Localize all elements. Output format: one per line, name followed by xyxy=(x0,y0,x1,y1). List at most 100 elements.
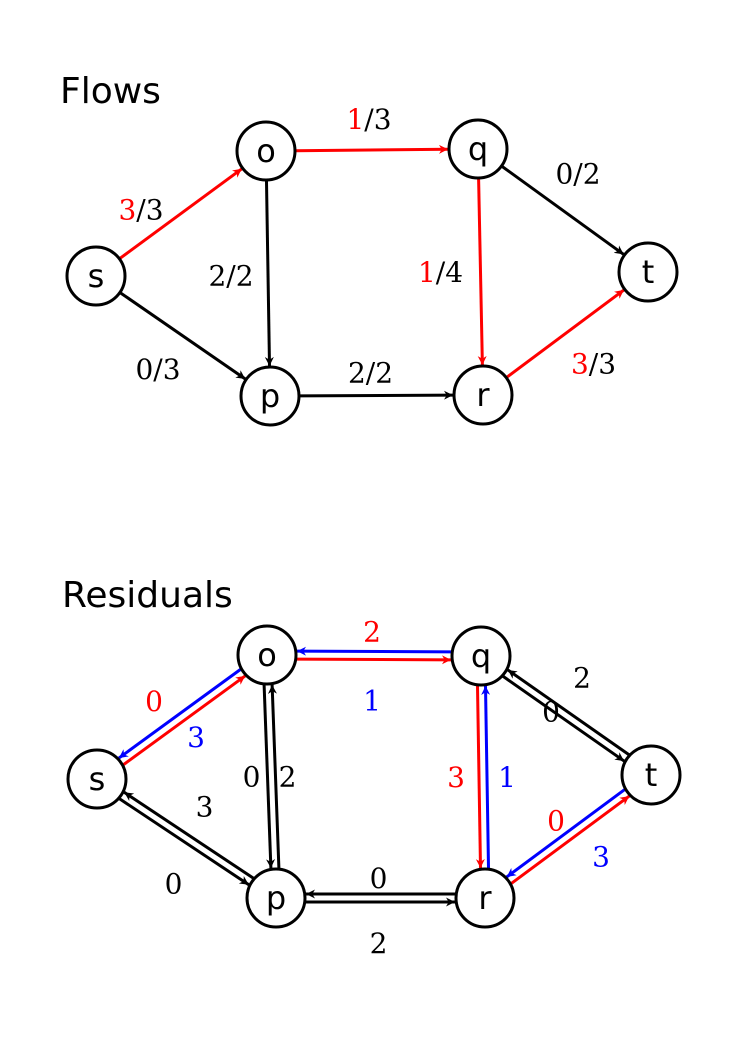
residuals-node-s: s xyxy=(66,748,128,810)
residual-edge-s-o xyxy=(121,674,247,767)
residual-edge-label-o-p: 0 xyxy=(243,761,261,794)
residuals-node-label-q: q xyxy=(471,637,491,675)
flows-node-circle-s xyxy=(65,245,127,307)
residual-edge-o-s xyxy=(117,667,243,760)
flows-node-circle-o xyxy=(235,120,297,182)
flow-edge-label-p-r: 2/2 xyxy=(348,357,393,390)
residual-edge-p-s xyxy=(123,791,255,880)
flow-edge-o-p xyxy=(264,179,274,367)
flow-edge-label-o-q: 1/3 xyxy=(346,103,391,136)
residual-edge-q-r xyxy=(475,685,485,869)
flow-edge-label-o-p: 2/2 xyxy=(208,260,253,293)
flows-node-o: o xyxy=(235,120,297,182)
flows-node-q: q xyxy=(447,118,509,180)
flows-node-label-s: s xyxy=(88,257,105,295)
flow-value-o-q: 1 xyxy=(346,103,364,136)
flows-node-circle-q xyxy=(447,118,509,180)
residuals-node-label-r: r xyxy=(478,879,492,917)
flows-node-label-t: t xyxy=(642,253,655,291)
flow-capacity-p-r: /2 xyxy=(366,357,393,390)
residual-edge-t-q xyxy=(507,668,631,757)
flow-edge-label-r-t: 3/3 xyxy=(571,348,616,381)
flow-edge-q-r xyxy=(477,177,487,366)
flow-capacity-s-p: /3 xyxy=(153,353,180,386)
flow-edge-p-r xyxy=(298,390,454,400)
residuals-node-circle-p xyxy=(245,867,307,929)
flow-value-q-r: 1 xyxy=(418,256,436,289)
residual-edge-q-o xyxy=(297,646,453,656)
residual-edge-label-o-q: 2 xyxy=(363,616,381,649)
residual-edge-label-t-r: 3 xyxy=(592,841,610,874)
flows-node-r: r xyxy=(452,364,514,426)
residuals-node-label-s: s xyxy=(89,760,106,798)
residuals-node-o: o xyxy=(236,624,298,686)
residual-edge-r-q xyxy=(481,685,491,869)
residuals-node-q: q xyxy=(450,625,512,687)
residual-edge-s-p xyxy=(118,797,250,886)
residual-edge-q-t xyxy=(501,674,625,763)
flow-capacity-q-r: /4 xyxy=(436,256,463,289)
flows-node-circle-r xyxy=(452,364,514,426)
flows-node-t: t xyxy=(617,241,679,303)
residuals-node-r: r xyxy=(454,867,516,929)
residuals-node-circle-q xyxy=(450,625,512,687)
residual-edge-label-s-o: 0 xyxy=(145,685,163,718)
flow-edge-label-s-o: 3/3 xyxy=(118,194,163,227)
flow-edge-label-q-t: 0/2 xyxy=(555,158,600,191)
flows-node-label-o: o xyxy=(256,132,276,170)
flows-title: Flows xyxy=(60,71,161,112)
flows-node-s: s xyxy=(65,245,127,307)
flow-value-p-r: 2 xyxy=(348,357,366,390)
residual-edge-label-r-t: 0 xyxy=(547,805,565,838)
residual-edge-label-r-q: 1 xyxy=(498,761,516,794)
flow-edge-label-s-p: 0/3 xyxy=(135,353,180,386)
flow-value-s-p: 0 xyxy=(135,353,153,386)
residual-edge-label-s-p: 3 xyxy=(196,791,214,824)
flows-node-label-q: q xyxy=(468,130,488,168)
residual-edge-label-p-r: 0 xyxy=(370,862,388,895)
residual-edge-label-t-q: 0 xyxy=(542,696,560,729)
flow-capacity-o-p: /2 xyxy=(226,260,253,293)
flows-node-label-p: p xyxy=(260,377,280,415)
residual-edge-label-p-o: 2 xyxy=(279,761,297,794)
flow-value-o-p: 2 xyxy=(208,260,226,293)
flow-edge-s-p xyxy=(119,291,247,381)
residuals-node-circle-r xyxy=(454,867,516,929)
flow-value-s-o: 3 xyxy=(118,194,136,227)
flow-edge-o-q xyxy=(294,144,449,154)
flows-node-circle-t xyxy=(617,241,679,303)
residuals-node-circle-s xyxy=(66,748,128,810)
flow-capacity-q-t: /2 xyxy=(573,158,600,191)
flows-node-circle-p xyxy=(239,365,301,427)
flows-node-label-r: r xyxy=(476,376,490,414)
flow-edge-s-o xyxy=(118,167,243,261)
residuals-node-label-o: o xyxy=(257,636,277,674)
residuals-node-circle-t xyxy=(620,744,682,806)
residual-edge-r-t xyxy=(509,794,631,886)
residual-edge-label-q-o: 1 xyxy=(363,685,381,718)
residuals-node-circle-o xyxy=(236,624,298,686)
flows-edges: 3/30/31/32/22/20/21/43/3 xyxy=(118,103,625,400)
residuals-node-t: t xyxy=(620,744,682,806)
residual-edge-o-q xyxy=(295,655,451,665)
residual-edge-p-o xyxy=(267,684,281,869)
flows-node-p: p xyxy=(239,365,301,427)
flow-capacity-r-t: /3 xyxy=(589,348,616,381)
flows-nodes: s o q t p r xyxy=(65,118,679,427)
flow-capacity-s-o: /3 xyxy=(136,194,163,227)
residual-edge-t-r xyxy=(505,787,627,879)
flow-value-r-t: 3 xyxy=(571,348,589,381)
flow-edge-label-q-r: 1/4 xyxy=(418,256,463,289)
flow-capacity-o-q: /3 xyxy=(364,103,391,136)
residual-edge-label-p-s: 0 xyxy=(165,868,183,901)
residual-edge-label-o-s: 3 xyxy=(187,721,205,754)
residuals-node-label-t: t xyxy=(645,756,658,794)
residual-edge-label-q-t: 2 xyxy=(573,662,591,695)
residuals-title: Residuals xyxy=(62,575,233,616)
flow-edge-r-t xyxy=(505,288,625,379)
